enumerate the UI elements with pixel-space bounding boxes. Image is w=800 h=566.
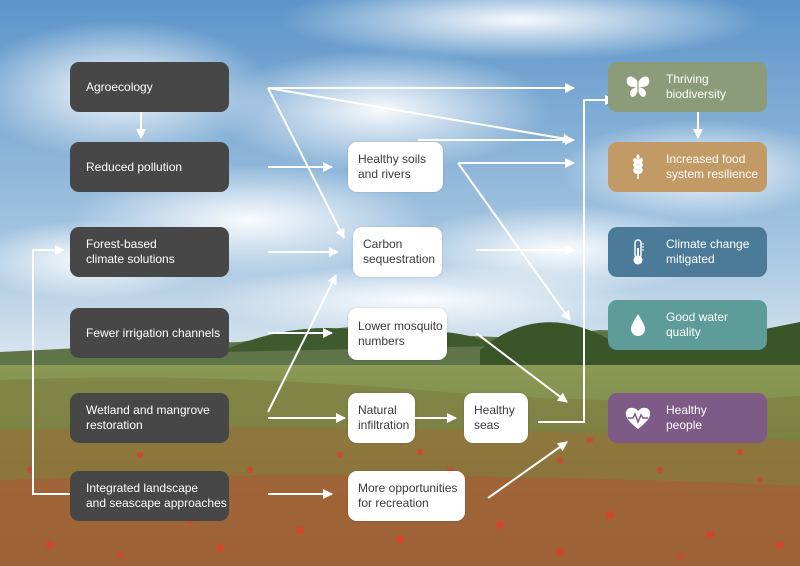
outcome-people: Healthy people [608,393,767,443]
driver-reduced-pollution: Reduced pollution [70,142,229,192]
driver-fewer-irrigation: Fewer irrigation channels [70,308,229,358]
effect-carbon-sequestration: Carbon sequestration [353,227,442,277]
outcome-climate: Climate change mitigated [608,227,767,277]
arrow [487,441,568,499]
effect-natural-infiltration: Natural infiltration [348,393,415,443]
heart-pulse-icon [625,407,651,429]
outcome-water: Good water quality [608,300,767,350]
outcome-label: Good water quality [666,310,729,339]
driver-integrated-landscape: Integrated landscape and seascape approa… [70,471,229,521]
arrow [457,162,571,321]
outcome-label: Increased food system resilience [666,152,759,181]
arrow [267,87,573,144]
effect-recreation: More opportunities for recreation [348,471,465,521]
effect-lower-mosquito: Lower mosquito numbers [348,308,447,360]
butterfly-icon [626,76,650,97]
arrow [267,274,337,413]
driver-wetland-mangrove: Wetland and mangrove restoration [70,393,229,443]
water-drop-icon [631,314,645,336]
outcome-label: Climate change mitigated [666,237,750,266]
driver-agroecology: Agroecology [70,62,229,112]
outcome-food-resilience: Increased food system resilience [608,142,767,192]
outcome-label: Healthy people [666,403,707,432]
arrow [538,95,615,423]
arrow [267,87,345,239]
arrow [475,332,568,403]
outcome-biodiversity: Thriving biodiversity [608,62,767,112]
effect-healthy-soils: Healthy soils and rivers [348,142,443,192]
driver-forest-based: Forest-based climate solutions [70,227,229,277]
wheat-icon [633,154,643,179]
thermometer-icon [633,239,644,265]
effect-healthy-seas: Healthy seas [464,393,528,443]
outcome-label: Thriving biodiversity [666,72,727,101]
arrow [32,245,70,495]
